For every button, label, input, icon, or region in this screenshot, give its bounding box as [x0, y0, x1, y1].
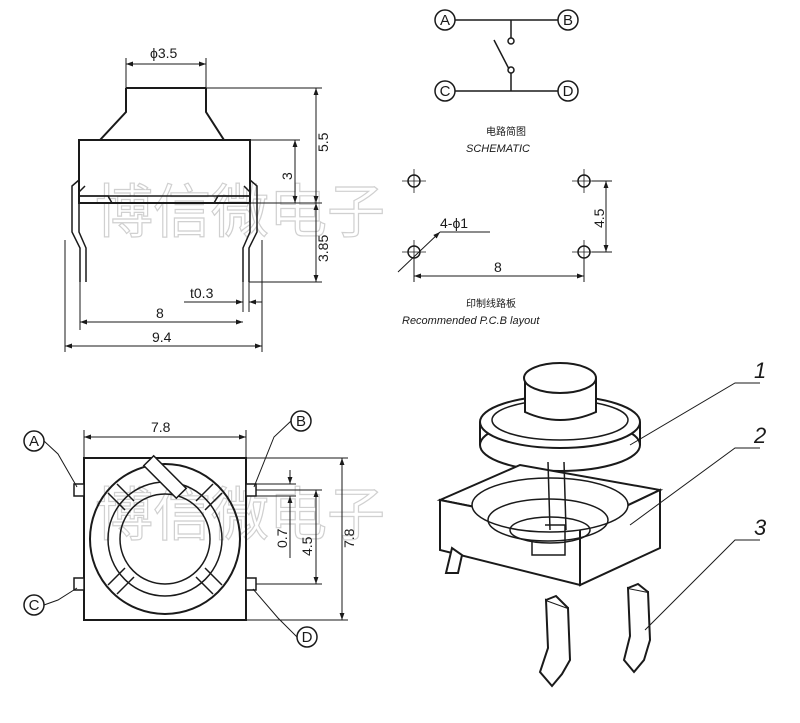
part-1-cap	[479, 362, 641, 472]
callout-2-label: 2	[753, 423, 766, 448]
terminal-b-label: B	[563, 12, 573, 29]
dim-diameter-label: ϕ3.5	[150, 45, 178, 61]
terminal-c-label: C	[440, 83, 451, 100]
top-terminal-c-label: C	[29, 597, 40, 614]
top-dim-width-label: 7.8	[151, 419, 171, 435]
callout-3-label: 3	[754, 515, 767, 540]
leg-left	[71, 179, 87, 282]
body-foot-left	[79, 195, 113, 204]
top-view: A B C D 7.8 7.8 4.5 0.7	[23, 410, 357, 648]
terminal-a-label: A	[440, 12, 450, 29]
pcb-dim-horizontal-label: 8	[494, 259, 502, 275]
pin-a	[73, 483, 85, 497]
pcb-caption-en: Recommended P.C.B layout	[402, 315, 540, 327]
part-2-housing	[436, 461, 664, 587]
pin-c	[73, 577, 85, 591]
schematic: A B C D 电路简图 SCHEMATIC	[434, 9, 579, 155]
dim-total-height-label: 5.5	[315, 132, 331, 152]
pcb-caption-cn: 印制线路板	[466, 297, 516, 310]
dim-body-height-label: 3	[279, 172, 295, 180]
schematic-caption-cn: 电路简图	[486, 125, 526, 138]
pcb-layout: 4.5 8 4-ϕ1 印制线路板 Recommended P.C.B layou…	[397, 169, 612, 327]
top-dim-pin-pitch-label: 4.5	[299, 536, 315, 556]
schematic-caption-en: SCHEMATIC	[466, 143, 530, 155]
callout-line-3	[644, 539, 760, 631]
top-terminal-a-label: A	[29, 433, 39, 450]
terminal-d-label: D	[563, 83, 574, 100]
part-3-pins	[444, 546, 652, 688]
switch-contact	[493, 39, 510, 70]
top-dim-height-label: 7.8	[341, 528, 357, 548]
dim-width-label: 9.4	[152, 329, 172, 345]
pin-d	[245, 577, 257, 591]
pcb-dim-holes-label: 4-ϕ1	[440, 215, 468, 231]
switch-body	[78, 139, 251, 204]
leg-right	[242, 179, 258, 282]
top-terminal-b-label: B	[296, 413, 306, 430]
pcb-dim-vertical-label: 4.5	[591, 208, 607, 228]
dim-thickness-label: t0.3	[190, 285, 214, 301]
side-view: ϕ3.5 5.5 3 3.85 t0.3 8 9.4	[64, 45, 331, 352]
top-terminal-d-label: D	[302, 629, 313, 646]
top-view-slots	[107, 483, 223, 595]
dim-leg-length-label: 3.85	[315, 235, 331, 262]
top-view-body	[83, 457, 247, 621]
plunger-outline	[99, 88, 225, 141]
dim-pitch-label: 8	[156, 305, 164, 321]
top-dim-pin-width-label: 0.7	[274, 528, 290, 548]
body-foot-right	[213, 195, 250, 204]
pcb-hole-leader	[397, 231, 441, 273]
callout-line-2	[629, 447, 760, 526]
top-view-outer-ring	[89, 463, 241, 615]
top-view-inner-circle	[119, 493, 211, 585]
callout-line-1	[629, 382, 760, 446]
watermark-top: 博信微电子	[95, 178, 385, 246]
callout-1-label: 1	[754, 358, 766, 383]
exploded-view: 1 2 3	[436, 358, 767, 688]
